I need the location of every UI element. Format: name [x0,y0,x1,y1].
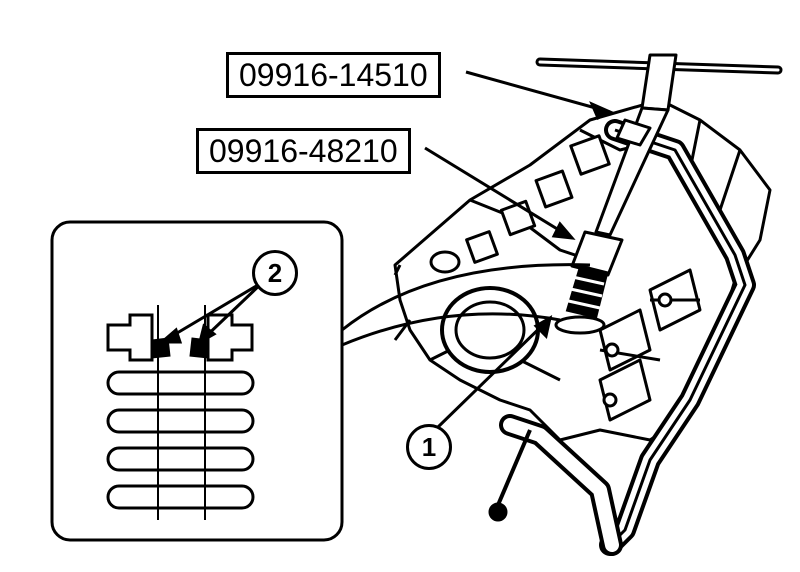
leader-lines [157,70,614,430]
adapter-and-spring [554,230,624,335]
tool-number-text: 09916-48210 [209,133,398,169]
tool-number-text: 09916-14510 [239,57,428,93]
c-frame-compressor [488,119,756,556]
spring-coils [106,370,255,510]
detail-inset [50,220,591,542]
callout-number: 2 [267,258,283,288]
callout-1-valve-spring: 1 [406,424,452,470]
t-handle-screw [535,53,783,237]
tool-number-label-09916-14510: 09916-14510 [226,52,441,98]
tool-number-label-09916-48210: 09916-48210 [196,128,411,174]
callout-2-valve-cotters: 2 [252,250,298,296]
callout-number: 1 [421,432,437,462]
